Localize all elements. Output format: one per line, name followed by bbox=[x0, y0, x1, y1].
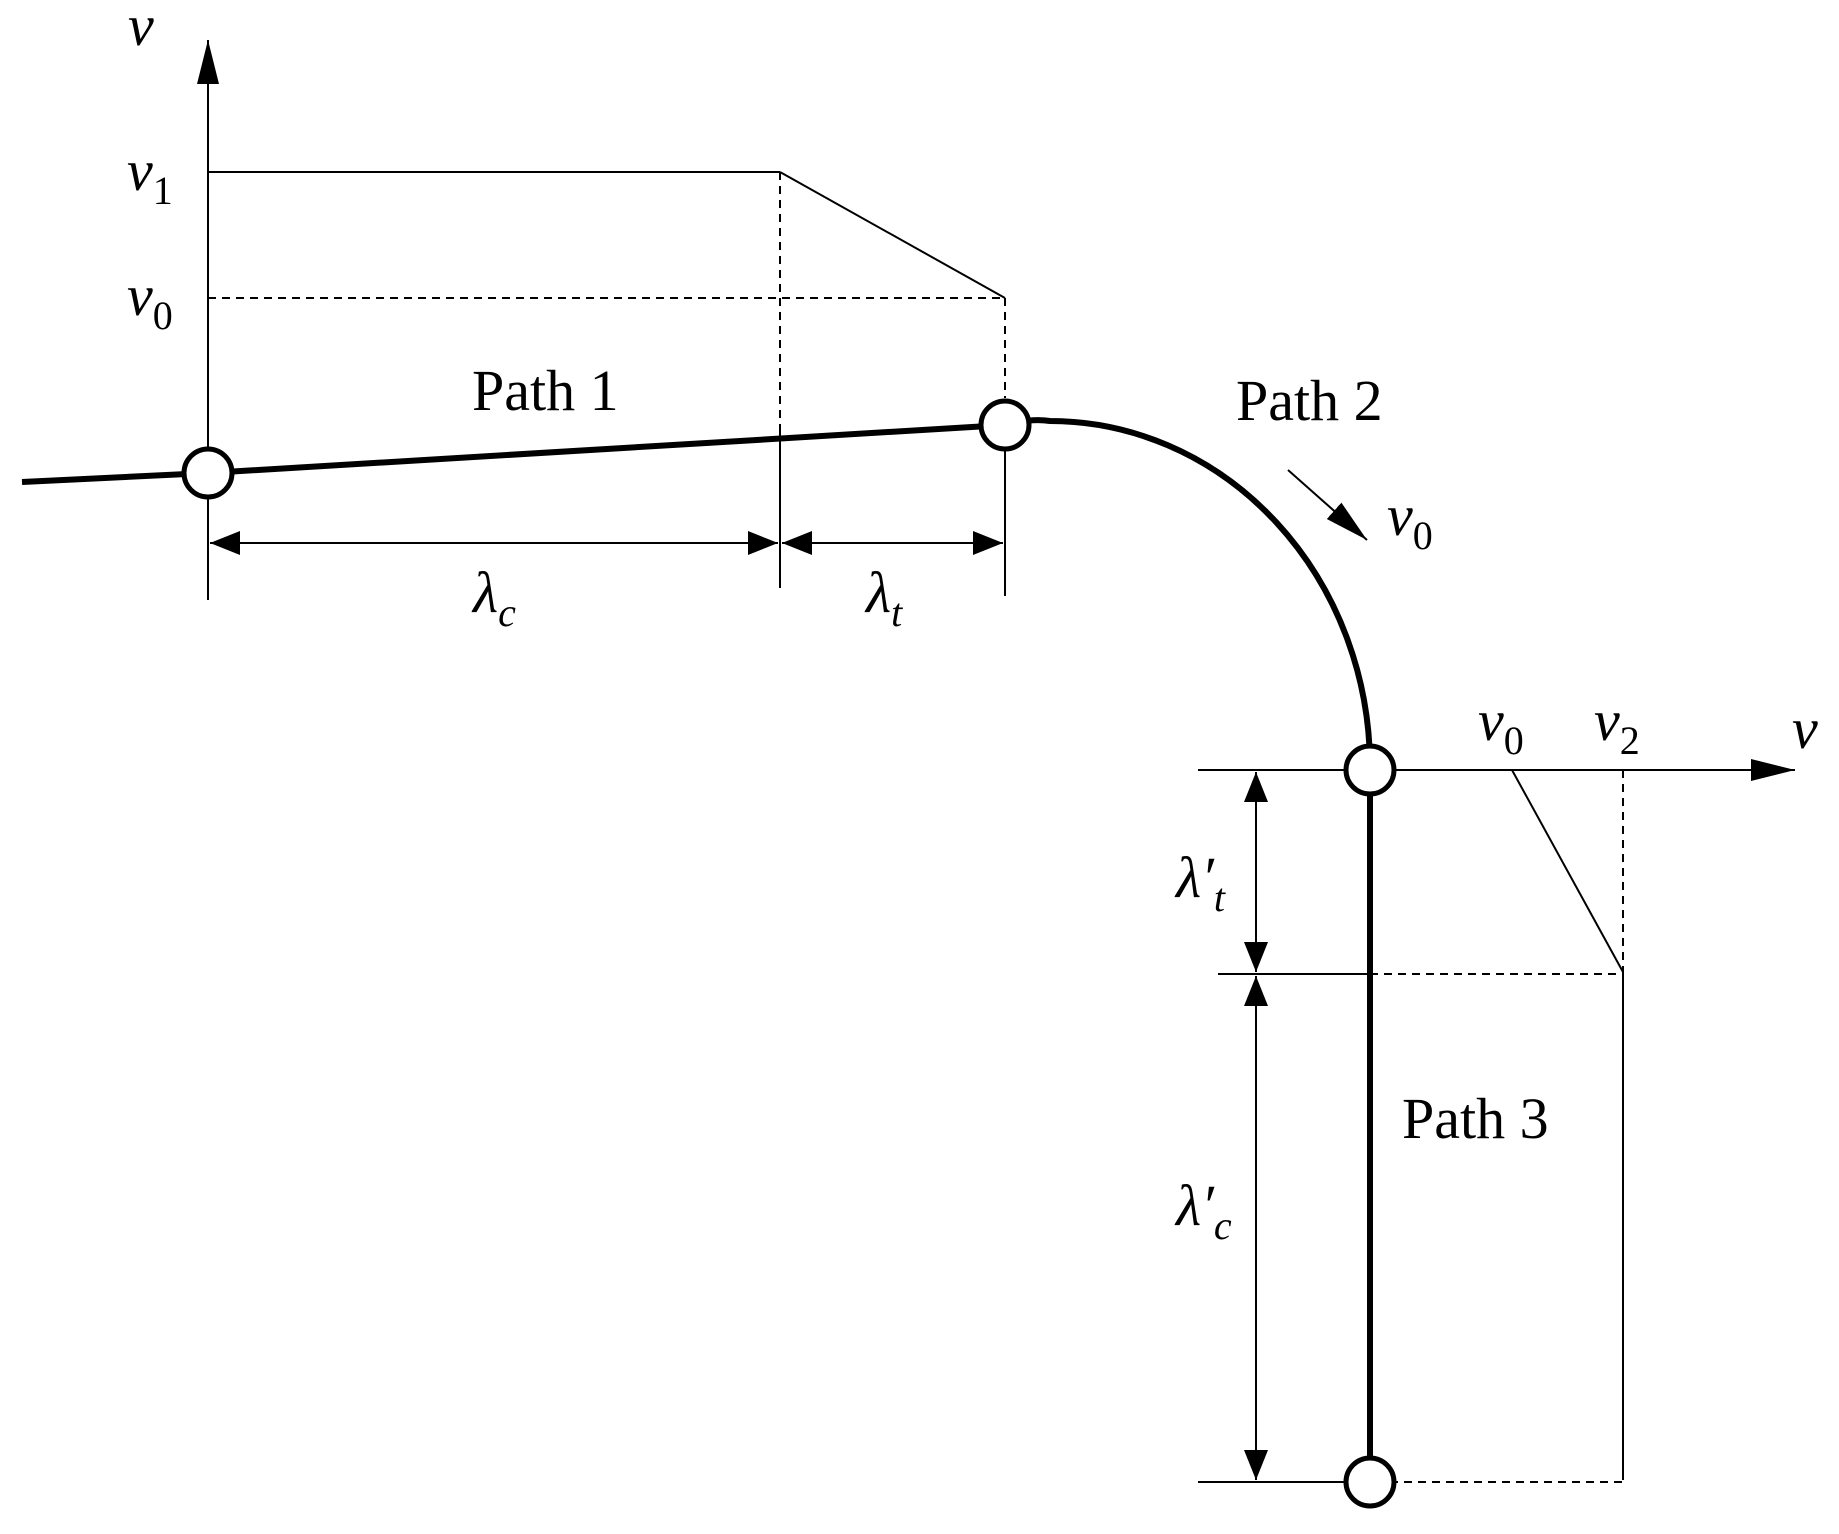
v1-label: v1 bbox=[127, 138, 173, 213]
path-2-velocity-label: v0 bbox=[1387, 483, 1433, 558]
node-path3-end bbox=[1343, 1455, 1397, 1509]
v2-label: v2 bbox=[1594, 688, 1640, 763]
v0-label-top: v0 bbox=[127, 263, 173, 338]
lambda-t-label: λt bbox=[864, 560, 903, 635]
path-2-trajectory bbox=[1004, 417, 1373, 768]
path-1-label: Path 1 bbox=[472, 358, 619, 423]
incoming-trajectory bbox=[21, 470, 209, 485]
node-path2-end bbox=[1343, 743, 1397, 797]
path-1-trajectory bbox=[207, 422, 1006, 476]
right-axis-label: v bbox=[1792, 696, 1818, 761]
v0-label-right: v0 bbox=[1478, 688, 1524, 763]
velocity-ramp-top bbox=[779, 171, 1006, 299]
lambda-c-prime-label: λ′c bbox=[1174, 1173, 1232, 1248]
path-3-label: Path 3 bbox=[1402, 1086, 1549, 1151]
velocity-ramp-right bbox=[1511, 769, 1624, 973]
path-2-velocity-arrow bbox=[1287, 469, 1368, 541]
top-axis-label: v bbox=[128, 0, 154, 58]
path-2-label: Path 2 bbox=[1236, 368, 1383, 433]
node-path1-end bbox=[978, 398, 1032, 452]
node-path1-start bbox=[181, 446, 235, 500]
lambda-t-prime-label: λ′t bbox=[1174, 845, 1226, 920]
lambda-c-label: λc bbox=[471, 560, 516, 635]
